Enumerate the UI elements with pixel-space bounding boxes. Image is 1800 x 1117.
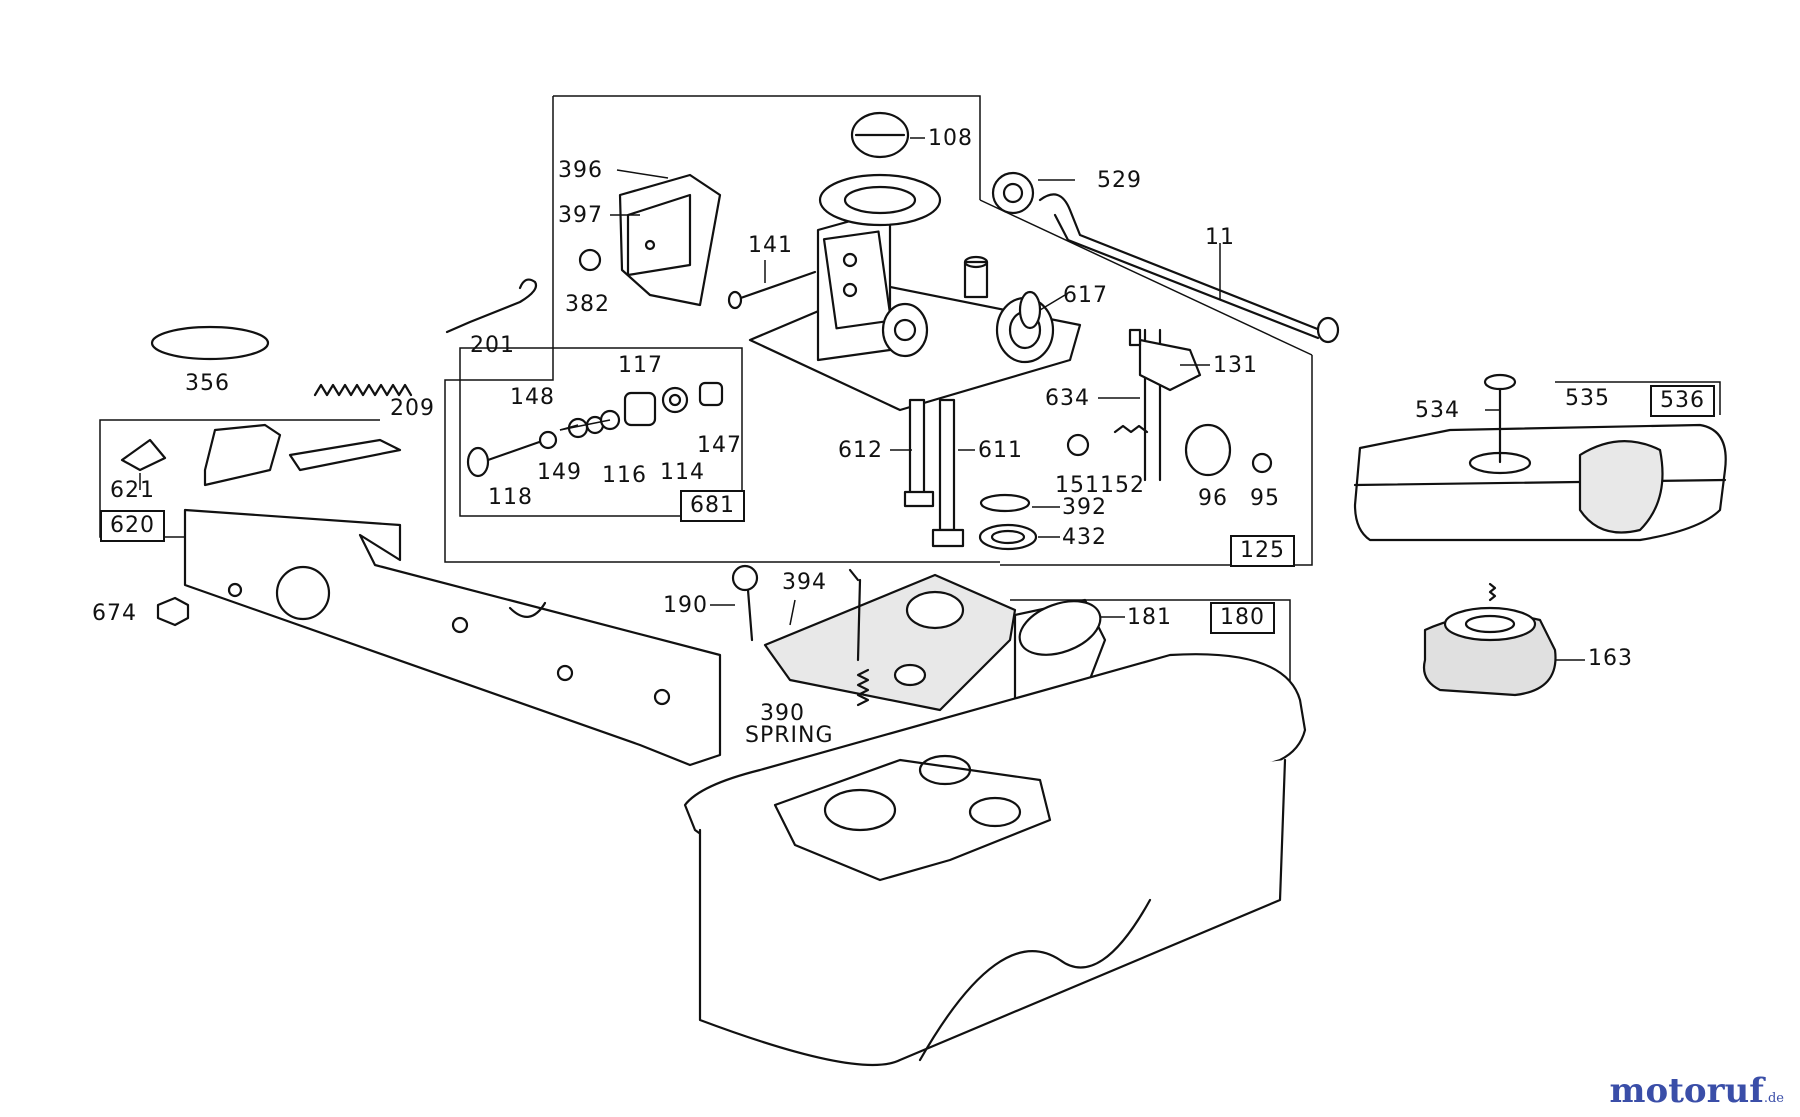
- lever-131: [1138, 338, 1202, 392]
- callout-141: 141: [748, 233, 793, 258]
- callout-612: 612: [838, 438, 883, 463]
- callout-118: 118: [488, 485, 533, 510]
- callout-674: 674: [92, 601, 137, 626]
- callout-116: 116: [602, 463, 647, 488]
- boxed-callout-180: 180: [1210, 602, 1275, 634]
- screw-95: [1251, 452, 1273, 474]
- tube-612: [908, 398, 926, 502]
- spring-209: [313, 383, 413, 397]
- leader-lines: [139, 137, 1585, 661]
- plate-620: [183, 508, 722, 767]
- frame-180: [1010, 599, 1291, 700]
- callout-382: 382: [565, 292, 610, 317]
- callout-356: 356: [185, 371, 230, 396]
- callout-190: 190: [663, 593, 708, 618]
- callout-390: 390: [760, 701, 805, 726]
- callout-108: 108: [928, 126, 973, 151]
- boxed-callout-620: 620: [100, 510, 165, 542]
- boxed-callout-681: 681: [680, 490, 745, 522]
- gasket-394: [763, 573, 1017, 712]
- callout-181: 181: [1127, 605, 1172, 630]
- callout-394: 394: [782, 570, 827, 595]
- clip-621: [120, 438, 167, 472]
- callout-163: 163: [1588, 646, 1633, 671]
- elbow-529: [991, 171, 1035, 215]
- carburetor-body-drawing: [748, 173, 1082, 412]
- callout-131: 131: [1213, 353, 1258, 378]
- callout-114: 114: [660, 460, 705, 485]
- callout-96: 96: [1198, 486, 1228, 511]
- spring-label: SPRING: [745, 723, 834, 748]
- watermark-brand: motoruf: [1609, 1071, 1764, 1111]
- callout-117: 117: [618, 353, 663, 378]
- governor-lever: [203, 423, 282, 487]
- callout-432: 432: [1062, 525, 1107, 550]
- callout-152: 152: [1100, 473, 1145, 498]
- disc-96: [1184, 423, 1232, 477]
- frame-125-left: [444, 96, 1000, 563]
- fuel-tube-11: [1038, 193, 1322, 332]
- ring-356: [150, 325, 270, 361]
- frame-536: [1555, 381, 1721, 415]
- link-201: [445, 278, 538, 334]
- frame-681: [459, 347, 743, 517]
- callout-634: 634: [1045, 386, 1090, 411]
- ring-432: [978, 523, 1038, 551]
- callout-611: 611: [978, 438, 1023, 463]
- shaft-617: [1018, 290, 1042, 330]
- screw-382: [578, 248, 602, 272]
- watermark-tld: .de: [1763, 1091, 1784, 1106]
- callout-151: 151: [1055, 473, 1100, 498]
- boxed-callout-536: 536: [1650, 385, 1715, 417]
- ring-392: [979, 493, 1031, 513]
- callout-149: 149: [537, 460, 582, 485]
- block-397: [626, 193, 692, 277]
- frame-125-top: [553, 95, 981, 200]
- callout-397: 397: [558, 203, 603, 228]
- callout-201: 201: [470, 333, 515, 358]
- watermark-logo: motoruf.de: [1610, 1071, 1784, 1111]
- callout-147: 147: [697, 433, 742, 458]
- callout-11: 11: [1205, 225, 1235, 250]
- callout-535: 535: [1565, 386, 1610, 411]
- callout-534: 534: [1415, 398, 1460, 423]
- callout-392: 392: [1062, 495, 1107, 520]
- spring-390: [856, 668, 870, 707]
- frame-125-diagonal: [979, 199, 1313, 356]
- boxed-callout-125: 125: [1230, 535, 1295, 567]
- callout-529: 529: [1097, 168, 1142, 193]
- callout-95: 95: [1250, 486, 1280, 511]
- screw-190: [731, 564, 759, 592]
- callout-209: 209: [390, 396, 435, 421]
- callout-621: 621: [110, 478, 155, 503]
- frame-125-right: [1000, 355, 1313, 566]
- element-535: [1578, 440, 1664, 534]
- tube-611: [938, 398, 956, 532]
- pin-141: [733, 270, 817, 302]
- callout-617: 617: [1063, 283, 1108, 308]
- callout-396: 396: [558, 158, 603, 183]
- callout-148: 148: [510, 385, 555, 410]
- screw-674: [156, 596, 190, 627]
